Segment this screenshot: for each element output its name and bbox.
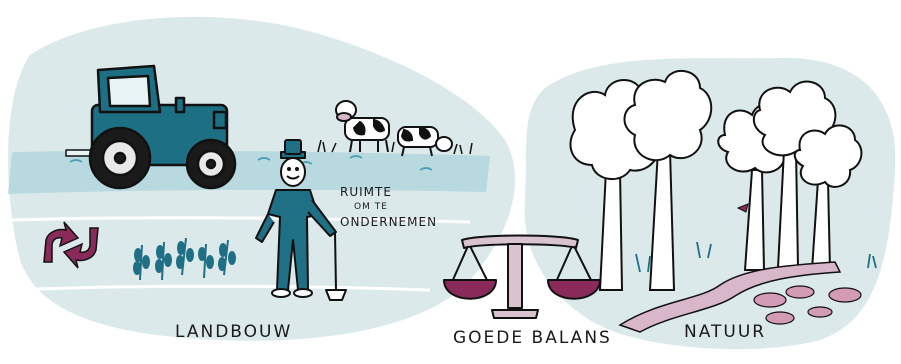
flowers-icon [753,285,862,325]
label-ruimte-line1: Ruimte [340,185,392,199]
crops-icon [133,237,236,281]
tree-icon [793,124,863,271]
bird-icon [736,203,749,213]
grass-icon [635,241,877,273]
label-ruimte-line2: om te [354,202,388,212]
tree-icon [623,69,713,291]
label-ruimte-line3: ondernemen [340,215,438,229]
cow-icon [397,126,453,157]
nature-area [524,57,896,350]
field-lines [11,216,471,292]
label-landbouw: Landbouw [175,322,293,342]
balance-scale-icon [443,234,601,319]
farming-area [8,16,516,341]
rotation-arrows-icon [43,221,99,269]
nature-path [618,261,842,333]
grass-icon [317,139,473,155]
label-natuur: Natuur [684,322,767,342]
cow-icon [335,100,390,153]
farmer-icon [255,139,347,301]
label-ruimte-om-te-ondernemen: Ruimte om te ondernemen [340,185,437,230]
label-goede-balans: Goede balans [453,328,612,348]
tractor-icon [65,64,237,190]
